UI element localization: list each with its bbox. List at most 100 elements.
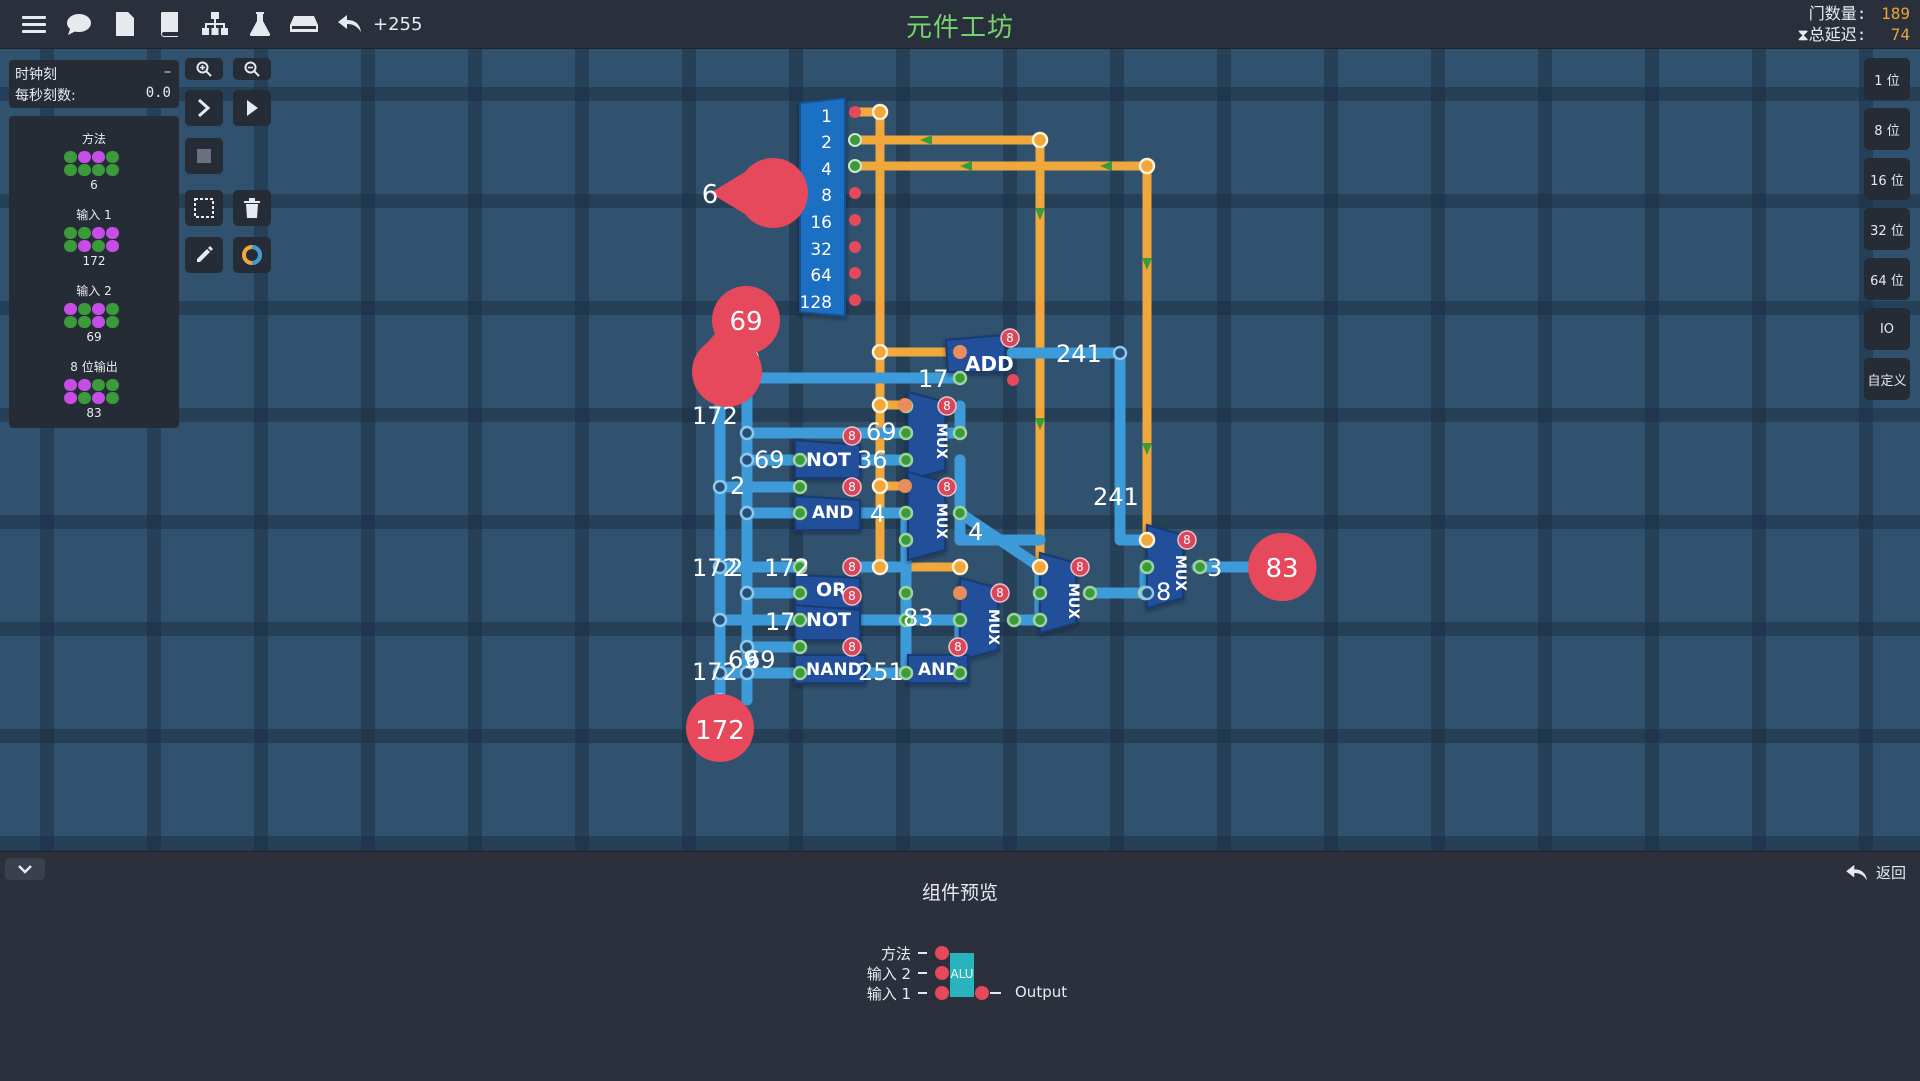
- color-ring-icon: [242, 245, 262, 265]
- ssd-icon[interactable]: [289, 10, 319, 38]
- bit-off-indicator: [78, 316, 91, 328]
- document-icon[interactable]: [110, 10, 140, 38]
- pin-label-input-1: 输入 1: [866, 985, 911, 1003]
- gate-nand-label: NAND: [806, 660, 862, 680]
- bit-off-indicator: [64, 240, 77, 252]
- bit-off-indicator: [64, 164, 77, 176]
- svg-text:8: 8: [848, 560, 856, 574]
- splitter-label: 32: [810, 240, 832, 260]
- bit-on-indicator: [92, 316, 105, 328]
- gates[interactable]: [794, 333, 1184, 684]
- input-2-value: 69: [729, 307, 762, 337]
- svg-text:17: 17: [918, 365, 949, 393]
- zoom-in-icon: [196, 61, 212, 77]
- circuit-canvas[interactable]: 1 2 4 8 16 32 64 128 ADD MUX: [0, 49, 1920, 850]
- bit-button-16[interactable]: 16 位: [1864, 158, 1910, 200]
- byte-splitter[interactable]: 1 2 4 8 16 32 64 128: [799, 96, 862, 318]
- zoom-in-button[interactable]: [185, 58, 223, 80]
- collapse-button[interactable]: [5, 858, 45, 880]
- svg-text:69: 69: [754, 446, 785, 474]
- chevron-right-icon: [198, 99, 211, 117]
- top-bar: +255 元件工坊 门数量: 189 ⧗总延迟: 74: [0, 0, 1920, 49]
- clock-title: 时钟刻: [15, 67, 57, 83]
- port-value: 69: [86, 330, 102, 344]
- flask-icon[interactable]: [245, 10, 275, 38]
- bit-off-indicator: [64, 316, 77, 328]
- input-method-value: 6: [702, 180, 719, 210]
- splitter-label: 4: [821, 160, 832, 180]
- delete-button[interactable]: [233, 190, 271, 226]
- gate-not-label: NOT: [806, 609, 851, 631]
- port-value: 6: [90, 178, 98, 192]
- port-label: 输入 1: [76, 208, 112, 222]
- splitter-label: 2: [821, 133, 832, 153]
- bit-button-64[interactable]: 64 位: [1864, 258, 1910, 300]
- ticks-per-second-value[interactable]: 0.0: [145, 85, 171, 101]
- bit-on-indicator: [78, 151, 91, 163]
- bit-on-indicator: [64, 392, 77, 404]
- bit-on-indicator: [78, 379, 91, 391]
- input-1-value: 172: [695, 716, 745, 746]
- book-icon[interactable]: [155, 10, 185, 38]
- pin-label-method: 方法: [880, 945, 911, 963]
- svg-text:8: 8: [943, 399, 951, 413]
- gate-not-label: NOT: [806, 449, 851, 471]
- bit-on-indicator: [78, 240, 91, 252]
- bit-button-1[interactable]: 1 位: [1864, 58, 1910, 100]
- port-input-1: 输入 1 172: [9, 206, 179, 268]
- svg-text:8: 8: [1156, 578, 1171, 606]
- pin-label-output: Output: [1015, 983, 1068, 1001]
- svg-text:172: 172: [692, 554, 738, 582]
- bit-button-custom[interactable]: 自定义: [1864, 358, 1910, 400]
- bit-on-indicator: [106, 240, 119, 252]
- bit-button-8[interactable]: 8 位: [1864, 108, 1910, 150]
- circuit-diagram[interactable]: 1 2 4 8 16 32 64 128 ADD MUX: [0, 49, 1920, 850]
- port-input-2: 输入 2 69: [9, 282, 179, 344]
- menu-icon[interactable]: [19, 10, 49, 38]
- stats: 门数量: 189 ⧗总延迟: 74: [1797, 3, 1910, 45]
- io-pins[interactable]: 6 69 172 83: [686, 158, 1317, 762]
- back-button[interactable]: 返回: [1846, 862, 1906, 883]
- clock-panel: 时钟刻 – 每秒刻数: 0.0: [9, 60, 179, 108]
- bit-button-32[interactable]: 32 位: [1864, 208, 1910, 250]
- svg-text:2: 2: [728, 554, 743, 582]
- port-label: 输入 2: [76, 284, 112, 298]
- bit-off-indicator: [78, 392, 91, 404]
- step-button[interactable]: [185, 90, 223, 126]
- clock-collapse-button[interactable]: –: [164, 64, 171, 80]
- gate-and-label: AND: [812, 503, 854, 523]
- bit-off-indicator: [106, 303, 119, 315]
- gate-mux-label: MUX: [1172, 555, 1188, 591]
- svg-text:241: 241: [1056, 340, 1102, 368]
- bit-off-indicator: [106, 392, 119, 404]
- wire-pins: [712, 103, 1263, 708]
- gate-or-label: OR: [816, 579, 847, 601]
- color-button[interactable]: [233, 237, 271, 273]
- bit-off-indicator: [64, 151, 77, 163]
- bit-off-indicator: [106, 164, 119, 176]
- hierarchy-icon[interactable]: [200, 10, 230, 38]
- zoom-out-button[interactable]: [233, 58, 271, 80]
- wire-direction-markers: [920, 135, 1152, 455]
- gate-count: 189: [1881, 4, 1910, 23]
- bit-on-indicator: [64, 379, 77, 391]
- draw-button[interactable]: [185, 237, 223, 273]
- play-button[interactable]: [233, 90, 271, 126]
- port-method: 方法 6: [9, 130, 179, 192]
- bit-button-io[interactable]: IO: [1864, 308, 1910, 350]
- gate-count-label: 门数量:: [1808, 4, 1867, 23]
- chevron-down-icon: [18, 865, 32, 874]
- svg-text:69: 69: [745, 646, 776, 674]
- alu-component-preview: ALU: [918, 946, 1001, 1000]
- svg-text:8: 8: [1183, 533, 1191, 547]
- preview-title: 组件预览: [921, 882, 998, 904]
- chat-icon[interactable]: [64, 10, 94, 38]
- back-label: 返回: [1875, 864, 1906, 882]
- bit-off-indicator: [92, 164, 105, 176]
- stop-button[interactable]: [185, 138, 223, 174]
- splitter-label: 16: [810, 213, 832, 233]
- svg-text:8: 8: [954, 640, 962, 654]
- select-button[interactable]: [185, 190, 223, 226]
- undo-icon[interactable]: [335, 10, 365, 38]
